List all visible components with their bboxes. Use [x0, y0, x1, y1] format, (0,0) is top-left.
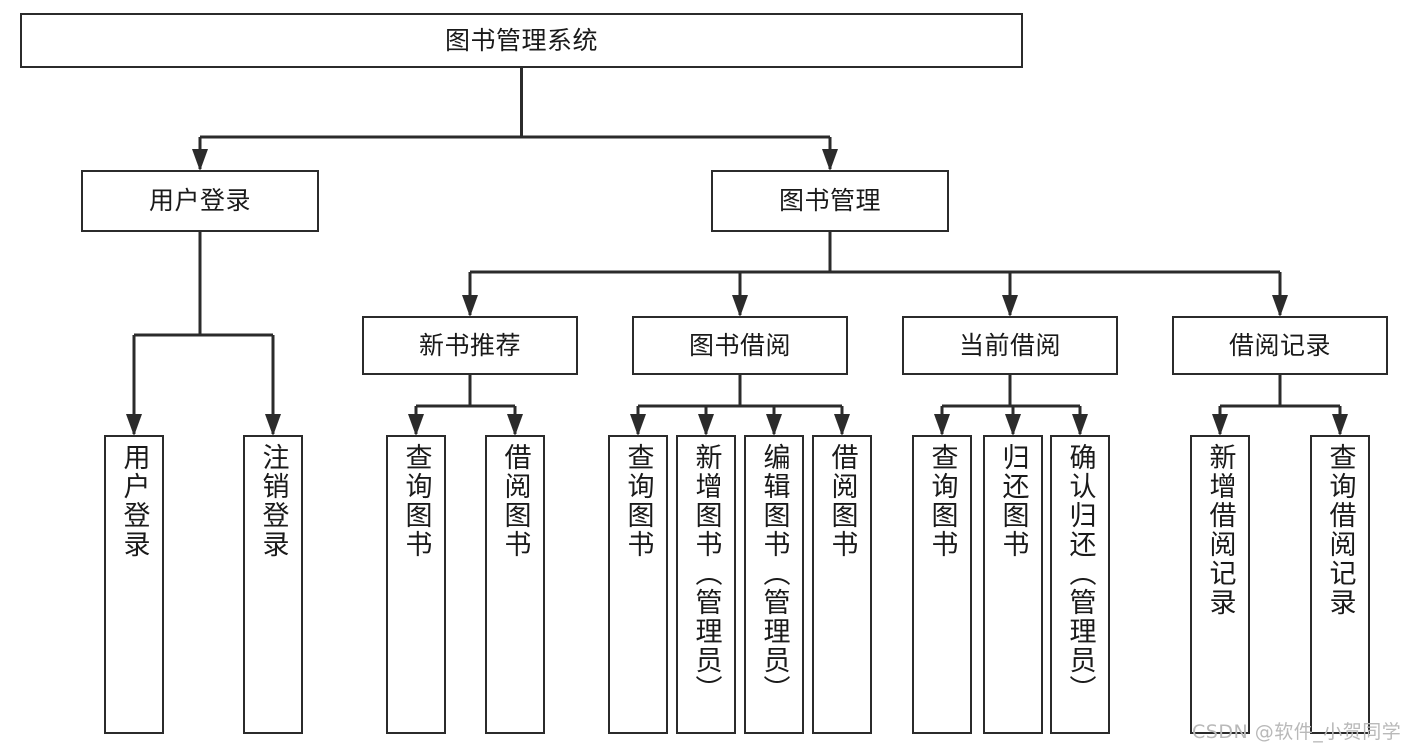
- node-leaf-add-record[interactable]: 新增借阅记录: [1190, 435, 1250, 734]
- arrowhead-leaf-confirm-ret: [1072, 414, 1088, 436]
- node-label-new-book-rec: 新书推荐: [418, 330, 521, 360]
- arrowhead-leaf-edit-book: [766, 414, 782, 436]
- arrowhead-leaf-return-book: [1005, 414, 1021, 436]
- node-leaf-query-book-1[interactable]: 查询图书: [386, 435, 446, 734]
- arrowhead-leaf-add-record: [1212, 414, 1228, 436]
- node-label-leaf-borrow-book-2: 借阅图书: [826, 443, 858, 559]
- node-label-root: 图书管理系统: [444, 25, 598, 55]
- arrowhead-user-login: [192, 149, 208, 171]
- node-user-login[interactable]: 用户登录: [81, 170, 319, 232]
- node-label-leaf-query-book-1: 查询图书: [400, 443, 432, 559]
- node-new-book-rec[interactable]: 新书推荐: [362, 316, 578, 375]
- node-label-user-login: 用户登录: [148, 186, 251, 216]
- node-label-current-borrow: 当前借阅: [958, 330, 1061, 360]
- arrowhead-borrow-record: [1272, 295, 1288, 317]
- node-label-borrow-record: 借阅记录: [1228, 330, 1331, 360]
- arrowhead-leaf-user-login: [126, 414, 142, 436]
- arrowhead-leaf-borrow-book-2: [834, 414, 850, 436]
- node-label-leaf-confirm-ret: 确认归还（管理员）: [1064, 443, 1096, 704]
- node-current-borrow[interactable]: 当前借阅: [902, 316, 1118, 375]
- node-leaf-logout[interactable]: 注销登录: [243, 435, 303, 734]
- node-label-leaf-return-book: 归还图书: [997, 443, 1029, 559]
- node-leaf-edit-book[interactable]: 编辑图书（管理员）: [744, 435, 804, 734]
- arrowhead-book-manage: [822, 149, 838, 171]
- arrowhead-leaf-borrow-book-1: [507, 414, 523, 436]
- node-label-leaf-add-record: 新增借阅记录: [1204, 443, 1236, 617]
- node-label-leaf-query-book-3: 查询图书: [926, 443, 958, 559]
- arrowhead-leaf-query-book-3: [934, 414, 950, 436]
- node-label-leaf-add-book: 新增图书（管理员）: [690, 443, 722, 704]
- node-leaf-borrow-book-2[interactable]: 借阅图书: [812, 435, 872, 734]
- node-borrow-record[interactable]: 借阅记录: [1172, 316, 1388, 375]
- node-label-book-manage: 图书管理: [778, 186, 881, 216]
- arrowhead-new-book-rec: [462, 295, 478, 317]
- node-label-leaf-borrow-book-1: 借阅图书: [499, 443, 531, 559]
- node-leaf-borrow-book-1[interactable]: 借阅图书: [485, 435, 545, 734]
- node-leaf-user-login[interactable]: 用户登录: [104, 435, 164, 734]
- arrowhead-leaf-logout: [265, 414, 281, 436]
- node-leaf-confirm-ret[interactable]: 确认归还（管理员）: [1050, 435, 1110, 734]
- node-label-leaf-edit-book: 编辑图书（管理员）: [758, 443, 790, 704]
- node-label-leaf-query-record: 查询借阅记录: [1324, 443, 1356, 617]
- arrowhead-leaf-query-book-1: [408, 414, 424, 436]
- node-root[interactable]: 图书管理系统: [20, 13, 1023, 68]
- node-label-leaf-query-book-2: 查询图书: [622, 443, 654, 559]
- node-label-book-borrow: 图书借阅: [688, 330, 791, 360]
- node-leaf-query-book-2[interactable]: 查询图书: [608, 435, 668, 734]
- node-leaf-return-book[interactable]: 归还图书: [983, 435, 1043, 734]
- node-label-leaf-logout: 注销登录: [257, 443, 289, 559]
- arrowhead-leaf-query-record: [1332, 414, 1348, 436]
- arrowhead-current-borrow: [1002, 295, 1018, 317]
- arrowhead-leaf-query-book-2: [630, 414, 646, 436]
- arrowhead-leaf-add-book: [698, 414, 714, 436]
- node-leaf-query-book-3[interactable]: 查询图书: [912, 435, 972, 734]
- node-leaf-add-book[interactable]: 新增图书（管理员）: [676, 435, 736, 734]
- arrowhead-book-borrow: [732, 295, 748, 317]
- node-book-borrow[interactable]: 图书借阅: [632, 316, 848, 375]
- node-book-manage[interactable]: 图书管理: [711, 170, 949, 232]
- node-leaf-query-record[interactable]: 查询借阅记录: [1310, 435, 1370, 734]
- node-label-leaf-user-login: 用户登录: [118, 443, 150, 559]
